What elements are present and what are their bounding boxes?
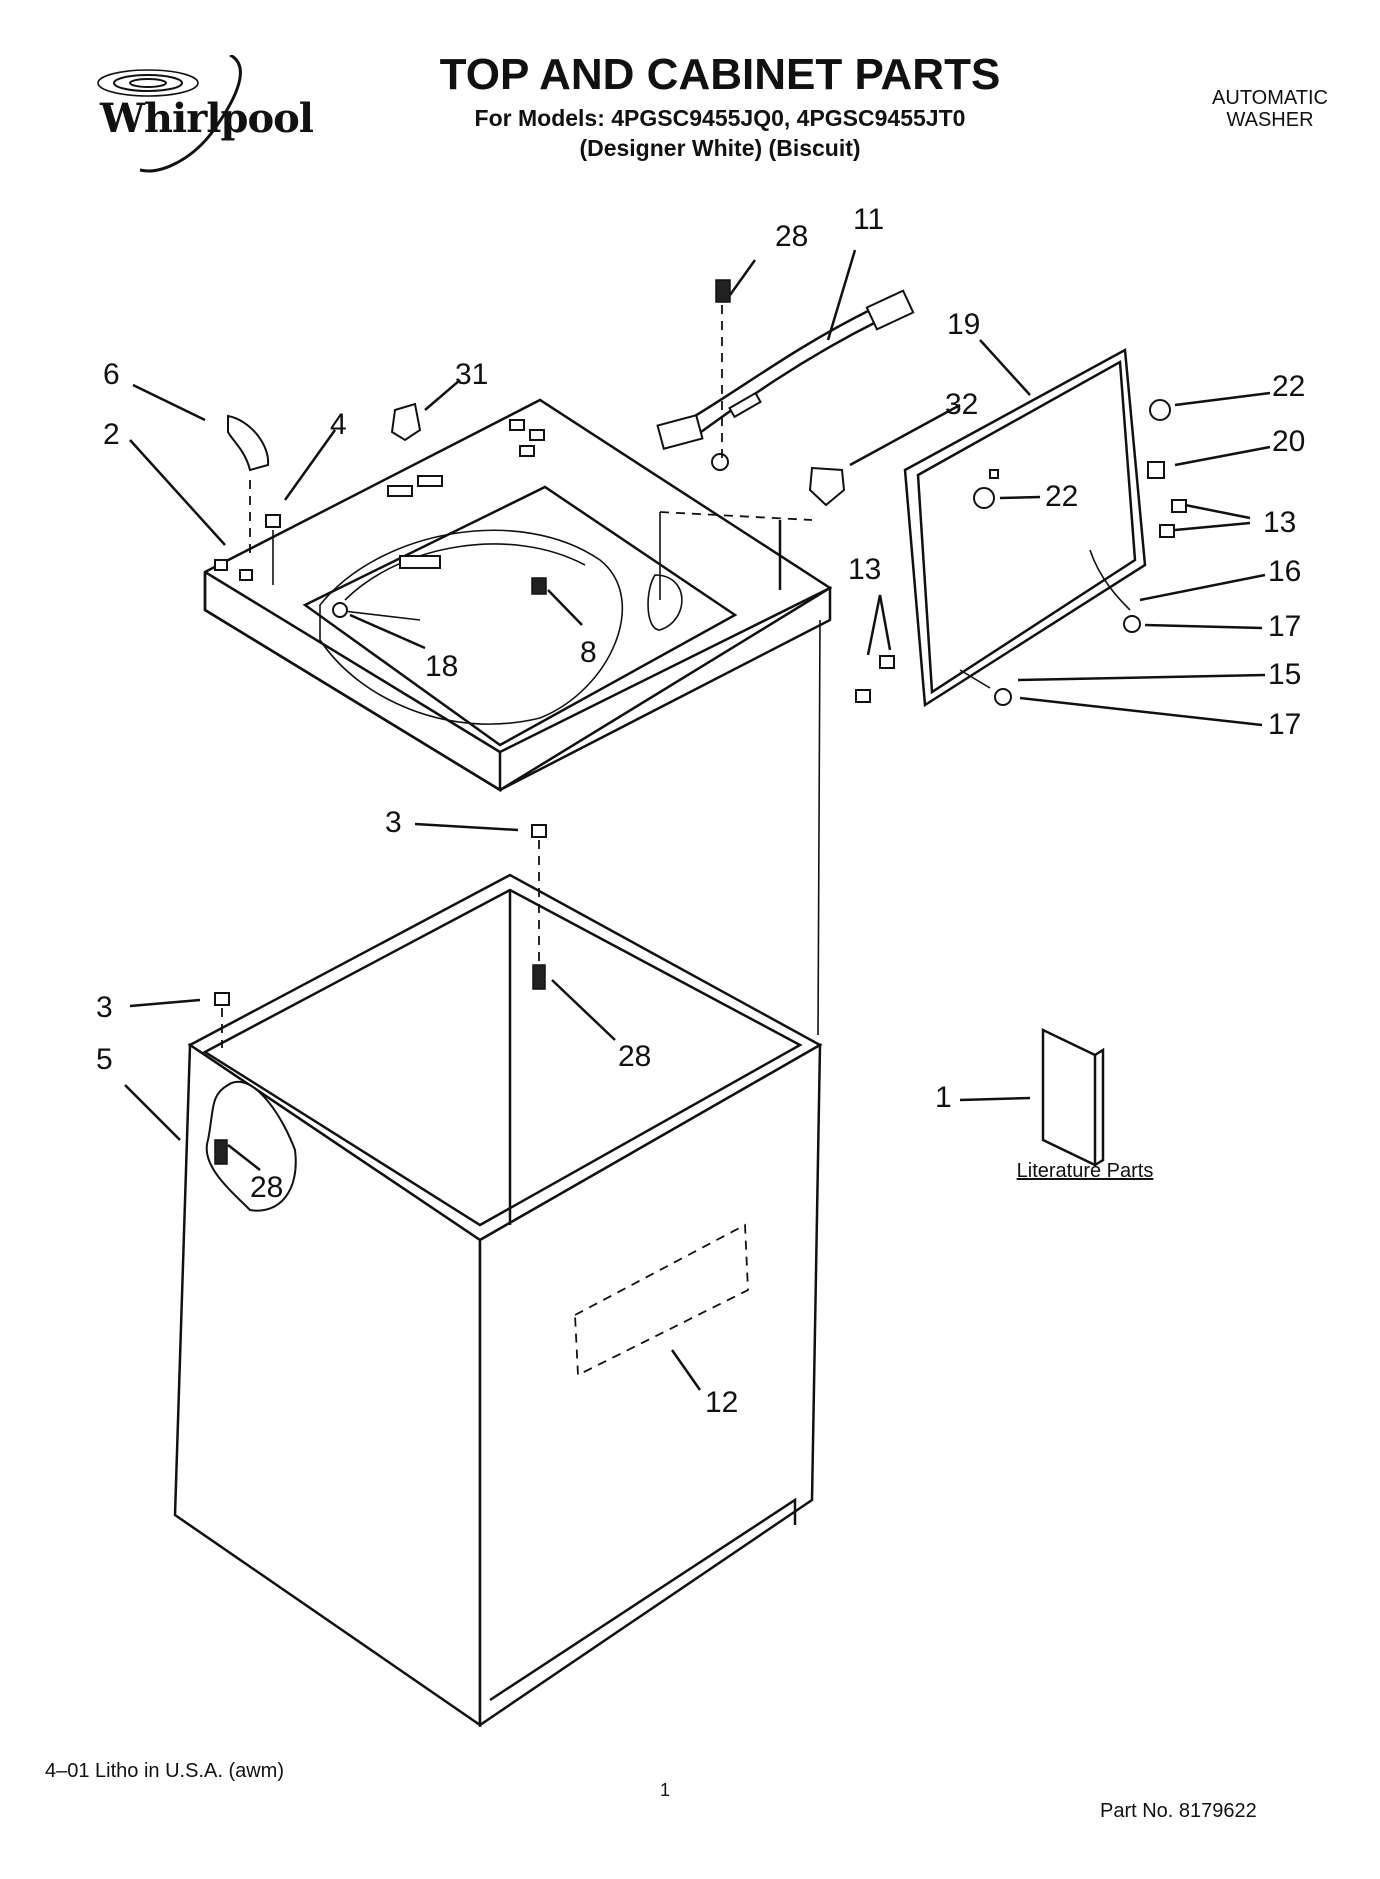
whirlpool-logo: Whirlpool xyxy=(80,53,320,175)
callout-18: 18 xyxy=(425,650,459,683)
callout-22: 22 xyxy=(1272,370,1306,403)
callout-2: 2 xyxy=(103,418,120,451)
callout-20: 20 xyxy=(1272,425,1306,458)
page-number: 1 xyxy=(660,1780,671,1800)
colors-line: (Designer White) (Biscuit) xyxy=(579,135,861,161)
callout-11: 11 xyxy=(853,203,885,236)
callout-4: 4 xyxy=(330,408,347,441)
appliance-type-line-2: WASHER xyxy=(1226,109,1314,131)
callout-31: 31 xyxy=(455,358,489,391)
callout-28-cabinet: 28 xyxy=(618,1040,652,1073)
literature-parts-label: Literature Parts xyxy=(1016,1160,1154,1182)
footer-print-info: 4–01 Litho in U.S.A. (awm) xyxy=(45,1760,284,1782)
callout-22-lower: 22 xyxy=(1045,480,1079,513)
washer-top-panel xyxy=(203,398,833,793)
callout-16: 16 xyxy=(1268,555,1302,588)
callout-3-lower: 3 xyxy=(96,991,113,1024)
callout-32: 32 xyxy=(945,388,979,421)
leader-lines xyxy=(124,249,1271,1391)
appliance-type-line-1: AUTOMATIC xyxy=(1212,87,1328,109)
literature-book xyxy=(1041,1028,1097,1167)
screw-part xyxy=(715,279,731,303)
models-line: For Models: 4PGSC9455JQ0, 4PGSC9455JT0 xyxy=(474,105,966,131)
brand-name: Whirlpool xyxy=(100,95,314,142)
callout-28: 28 xyxy=(775,220,809,253)
part-number: Part No. 8179622 xyxy=(1100,1800,1257,1822)
knob-part xyxy=(808,466,846,507)
callout-17-lower: 17 xyxy=(1268,708,1302,741)
callout-12: 12 xyxy=(705,1386,739,1419)
callout-19: 19 xyxy=(947,308,981,341)
lid-switch-harness xyxy=(656,289,915,471)
callout-5: 5 xyxy=(96,1043,113,1076)
callout-17: 17 xyxy=(1268,610,1302,643)
cabinet xyxy=(173,873,823,1728)
callout-28-side: 28 xyxy=(250,1171,284,1204)
callout-13: 13 xyxy=(1263,506,1297,539)
callout-15: 15 xyxy=(1268,658,1302,691)
clip-part xyxy=(390,402,422,442)
callout-13-lower: 13 xyxy=(848,553,882,586)
console-backsplash xyxy=(903,347,1147,708)
clip-part-6 xyxy=(227,414,270,472)
callout-6: 6 xyxy=(103,358,120,391)
callout-1: 1 xyxy=(935,1081,952,1114)
page-title: TOP AND CABINET PARTS xyxy=(439,50,1001,99)
callout-3: 3 xyxy=(385,806,402,839)
swirl-logo-icon xyxy=(97,53,242,173)
appliance-type: AUTOMATIC WASHER xyxy=(1180,87,1360,131)
callout-8: 8 xyxy=(580,636,597,669)
